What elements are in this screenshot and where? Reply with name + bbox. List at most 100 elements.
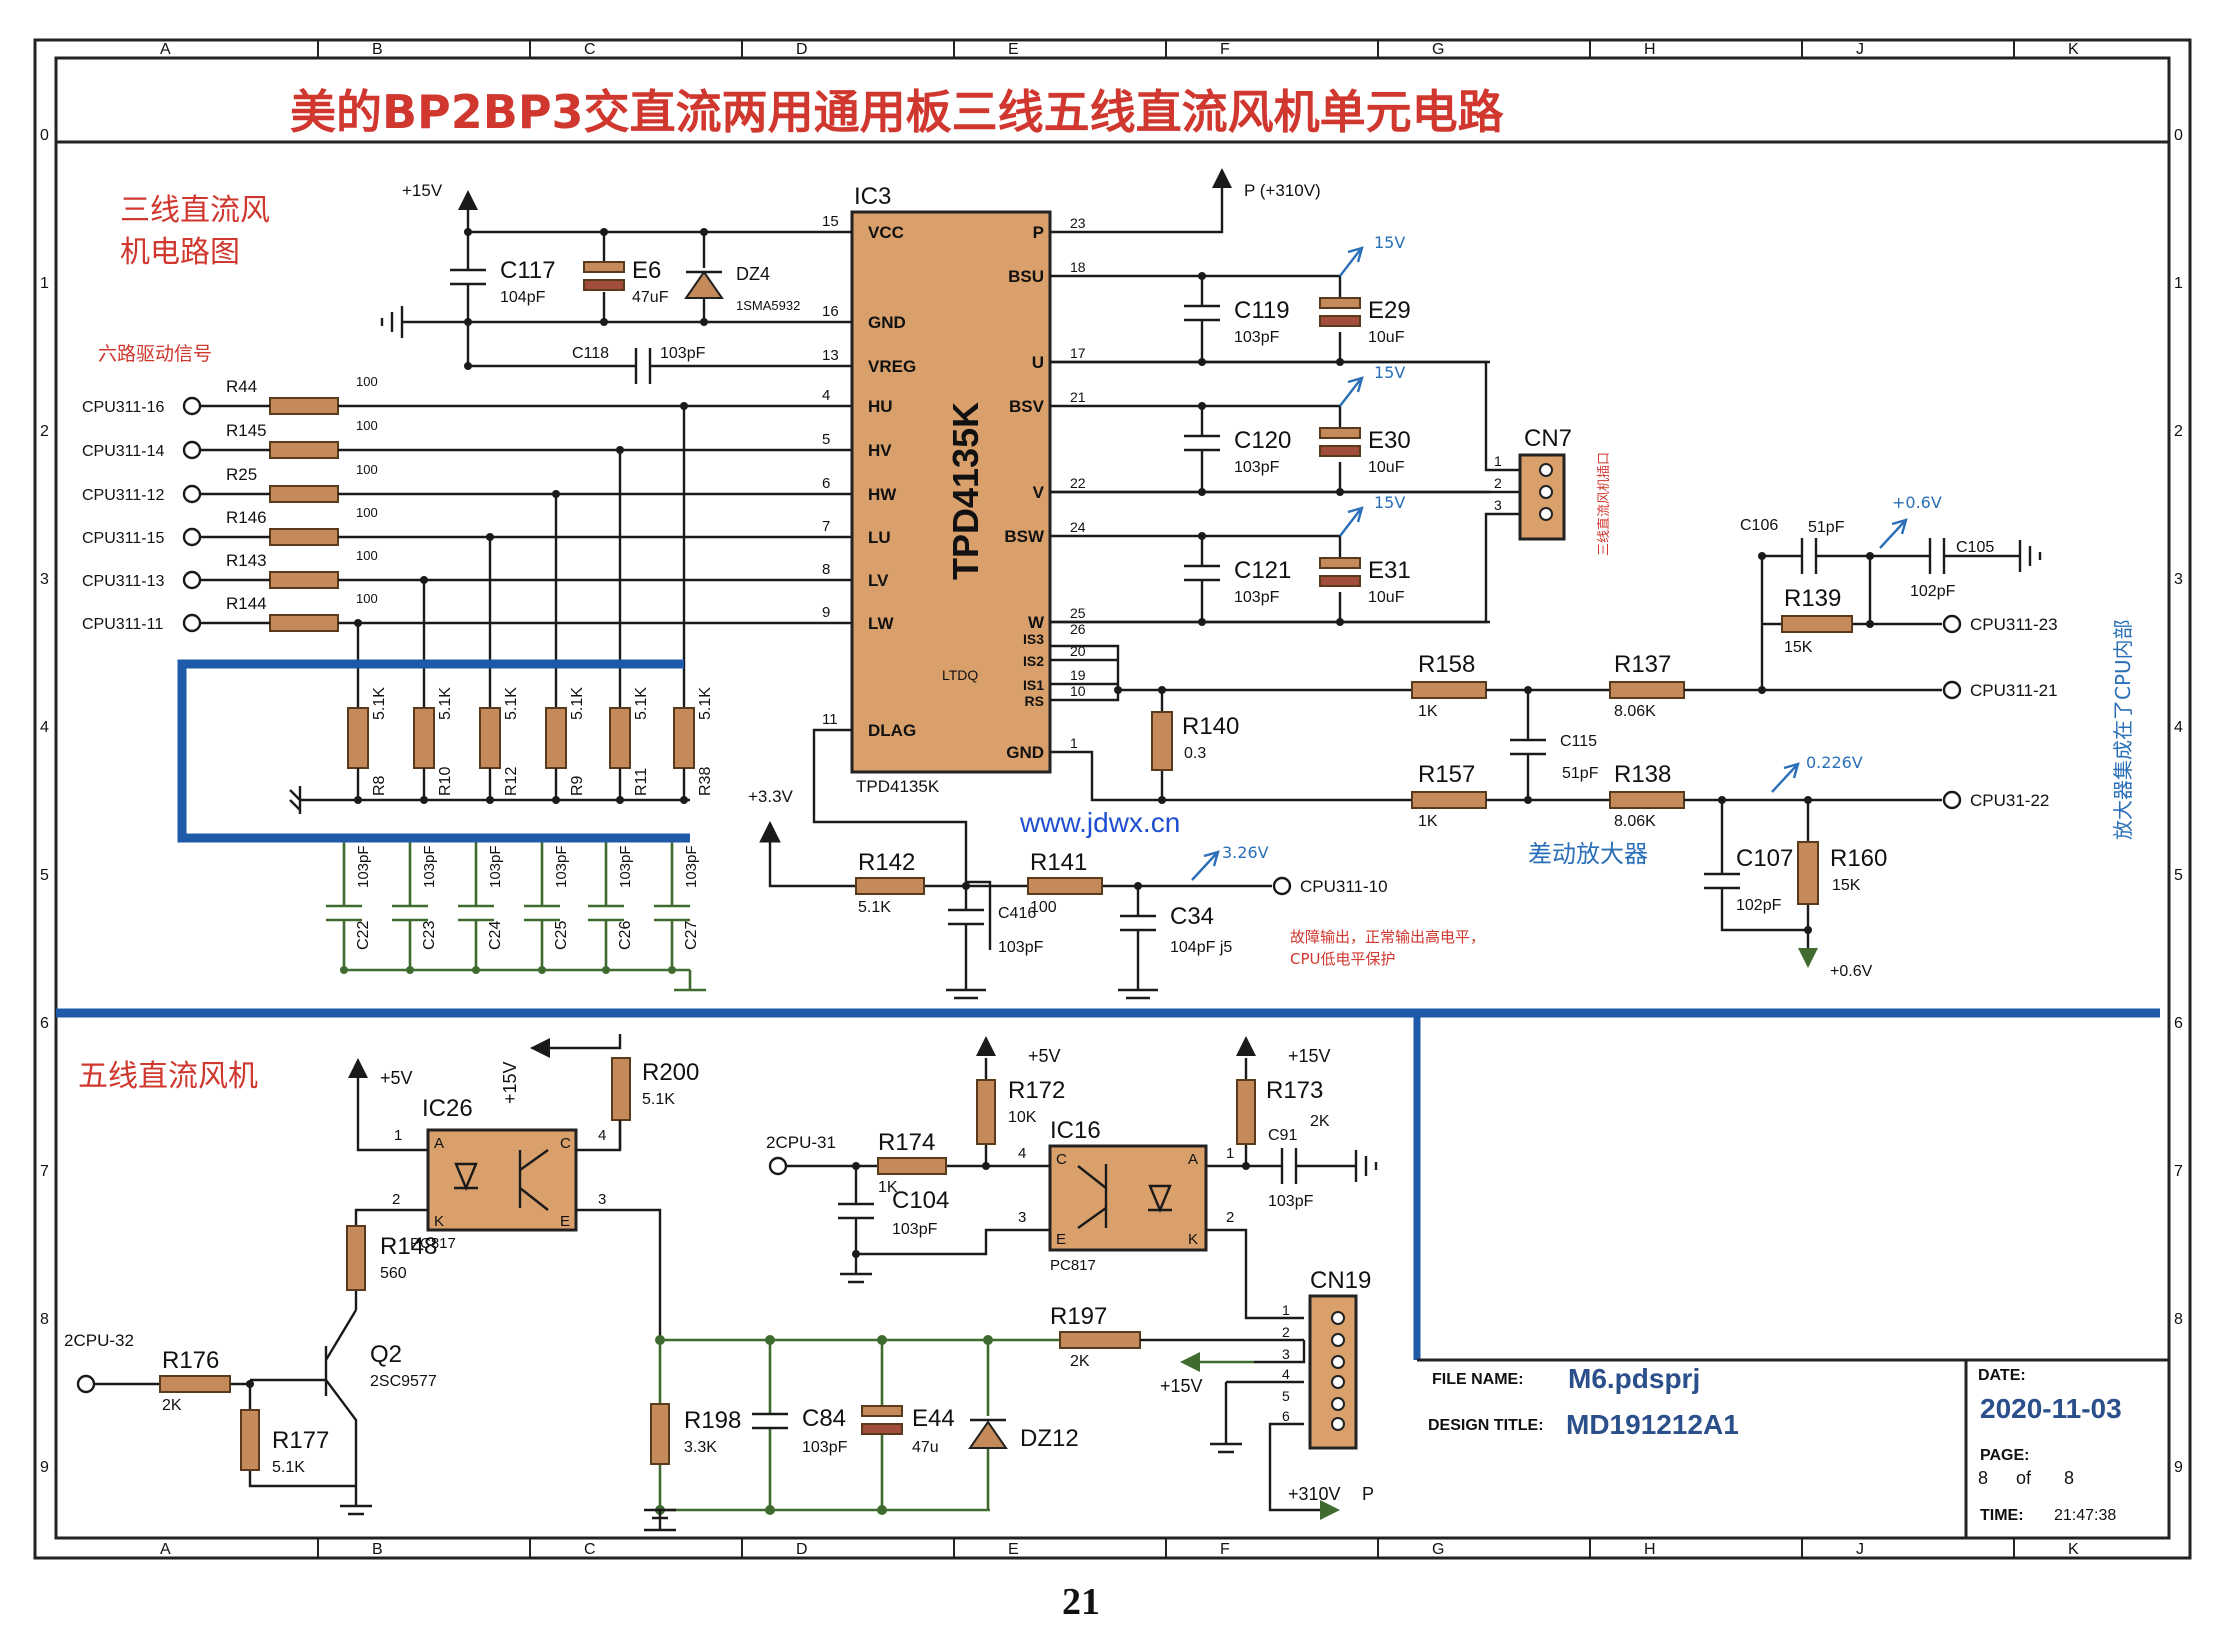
grid-row-left-3: 3: [40, 571, 49, 588]
blue-bus-loop: [177, 659, 690, 843]
grid-row-left-5: 5: [40, 867, 49, 884]
v15-right-label: +15V: [1288, 1046, 1331, 1066]
in-31-terminal[interactable]: [768, 1156, 788, 1176]
input-resistor: [269, 485, 339, 503]
ic3-pin-name: GND: [868, 313, 906, 332]
input-terminal-cpu311-16[interactable]: [182, 396, 202, 416]
file-name-label: FILE NAME:: [1432, 1371, 1524, 1388]
c117-val: 104pF: [500, 289, 546, 306]
v5-left-label: +5V: [380, 1068, 413, 1088]
drive-signal-label: 六路驱动信号: [98, 343, 212, 365]
ic3-ref: IC3: [854, 183, 891, 210]
grid-col-bottom-j: J: [1856, 1541, 1864, 1558]
fault-output: +3.3V R142 5.1K R141 100 C416 103pF C34 …: [748, 728, 1485, 1000]
ic16-e: E: [1056, 1231, 1066, 1248]
pulldown-ref: R12: [503, 767, 520, 796]
r160-val: 15K: [1832, 877, 1861, 894]
junction: [1198, 272, 1206, 280]
voltage-probe-icon: [1339, 506, 1364, 537]
pulldown-val: 5.1K: [371, 687, 388, 720]
cap-c24: [458, 838, 494, 970]
input-resistor: [269, 571, 339, 589]
supply-p-label: P (+310V): [1244, 181, 1321, 200]
input-terminal-cpu311-15[interactable]: [182, 527, 202, 547]
r200-val: 5.1K: [642, 1091, 675, 1108]
ic3-pin-name: HW: [868, 485, 897, 504]
c84-ref: C84: [802, 1405, 846, 1432]
supply-33v-label: +3.3V: [748, 787, 794, 806]
cap-val: 103pF: [683, 845, 700, 888]
input-net-label: CPU311-15: [82, 530, 165, 547]
grid-col-bottom-c: C: [584, 1541, 596, 1558]
cap-ref: C24: [487, 921, 504, 950]
ic26-part: PC817: [410, 1235, 456, 1252]
c106-val: 51pF: [1808, 519, 1845, 536]
input-terminal-cpu311-11[interactable]: [182, 613, 202, 633]
r157-ref: R157: [1418, 761, 1475, 788]
r172-val: 10K: [1008, 1109, 1037, 1126]
ic16: IC16 PC817 A K C E 1 2 3 4: [1018, 1117, 1234, 1274]
input-resistor-val: 100: [356, 548, 378, 563]
out-10-label: CPU311-10: [1300, 877, 1388, 896]
c106-ref: C106: [1740, 517, 1778, 534]
out-21-terminal[interactable]: [1942, 680, 1962, 700]
15v-arrow-icon: [458, 190, 478, 210]
pulldown-resistor-r12: [479, 707, 501, 769]
input-terminal-cpu311-13[interactable]: [182, 570, 202, 590]
e44-ref: E44: [912, 1405, 955, 1432]
ic3-pin-num: 10: [1070, 683, 1086, 699]
c105-ref: C105: [1956, 539, 1994, 556]
grid-col-top-c: C: [584, 41, 596, 58]
33v-arrow-icon: [759, 820, 781, 843]
r148-ref: R148: [380, 1233, 437, 1260]
cn19-pin-num: 6: [1282, 1408, 1290, 1424]
r157-val: 1K: [1418, 813, 1438, 830]
cap-ground-rail: [344, 968, 706, 992]
input-resistor: [269, 614, 339, 632]
r142-ref: R142: [858, 849, 915, 876]
r158-ref: R158: [1418, 651, 1475, 678]
grid-col-bottom-d: D: [796, 1541, 808, 1558]
out-23-terminal[interactable]: [1942, 614, 1962, 634]
bootstrap-voltage: 15V: [1374, 363, 1405, 382]
v5-mid-label: +5V: [1028, 1046, 1061, 1066]
grid-col-top-f: F: [1220, 41, 1230, 58]
out-22-terminal[interactable]: [1942, 790, 1962, 810]
ic3-pin-num: 9: [822, 604, 830, 621]
ic3-pin-name: HV: [868, 441, 892, 460]
input-terminal-cpu311-14[interactable]: [182, 440, 202, 460]
bootstrap-voltage: 15V: [1374, 233, 1405, 252]
in-32-terminal[interactable]: [76, 1374, 96, 1394]
cap-ref: C26: [617, 921, 634, 950]
ic3-pin-name: IS2: [1023, 653, 1044, 669]
input-net-label: CPU311-12: [82, 487, 165, 504]
ic26-c: C: [560, 1135, 571, 1152]
page-cur: 8: [1978, 1468, 1988, 1488]
v06-top-label: +0.6V: [1892, 493, 1942, 512]
pulldown-val: 5.1K: [569, 687, 586, 720]
input-resistor: [269, 397, 339, 415]
r137-val: 8.06K: [1614, 703, 1656, 720]
electrolytic-cap-e30: [1319, 427, 1361, 439]
e6-val: 47uF: [632, 289, 669, 306]
v15-left-label: +15V: [500, 1061, 520, 1104]
input-terminal-cpu311-12[interactable]: [182, 484, 202, 504]
cap-val: 103pF: [421, 845, 438, 888]
electrolytic-cap-e30: [1319, 445, 1361, 457]
ic16-part: PC817: [1050, 1257, 1096, 1274]
r198-ref: R198: [684, 1407, 741, 1434]
bootstrap-cap-val: 103pF: [1234, 329, 1280, 346]
c115-val: 51pF: [1562, 765, 1599, 782]
input-resistor-ref: R145: [226, 421, 267, 440]
ic3-pin-name: RS: [1025, 693, 1044, 709]
ic3-pin-num: 4: [822, 387, 830, 404]
vcc-network: +15V C117 104pF E6 47uF DZ4 1SMA5932 C11…: [380, 181, 852, 384]
out-10-terminal[interactable]: [1272, 876, 1292, 896]
ic3-pin-num: 5: [822, 431, 830, 448]
ic3-pin-name: IS3: [1023, 631, 1044, 647]
ic16-pin2: 2: [1226, 1209, 1234, 1226]
ic26-ref: IC26: [422, 1095, 473, 1122]
pulldown-val: 5.1K: [503, 687, 520, 720]
ic3-pin-name: BSV: [1009, 397, 1045, 416]
junction: [1198, 532, 1206, 540]
